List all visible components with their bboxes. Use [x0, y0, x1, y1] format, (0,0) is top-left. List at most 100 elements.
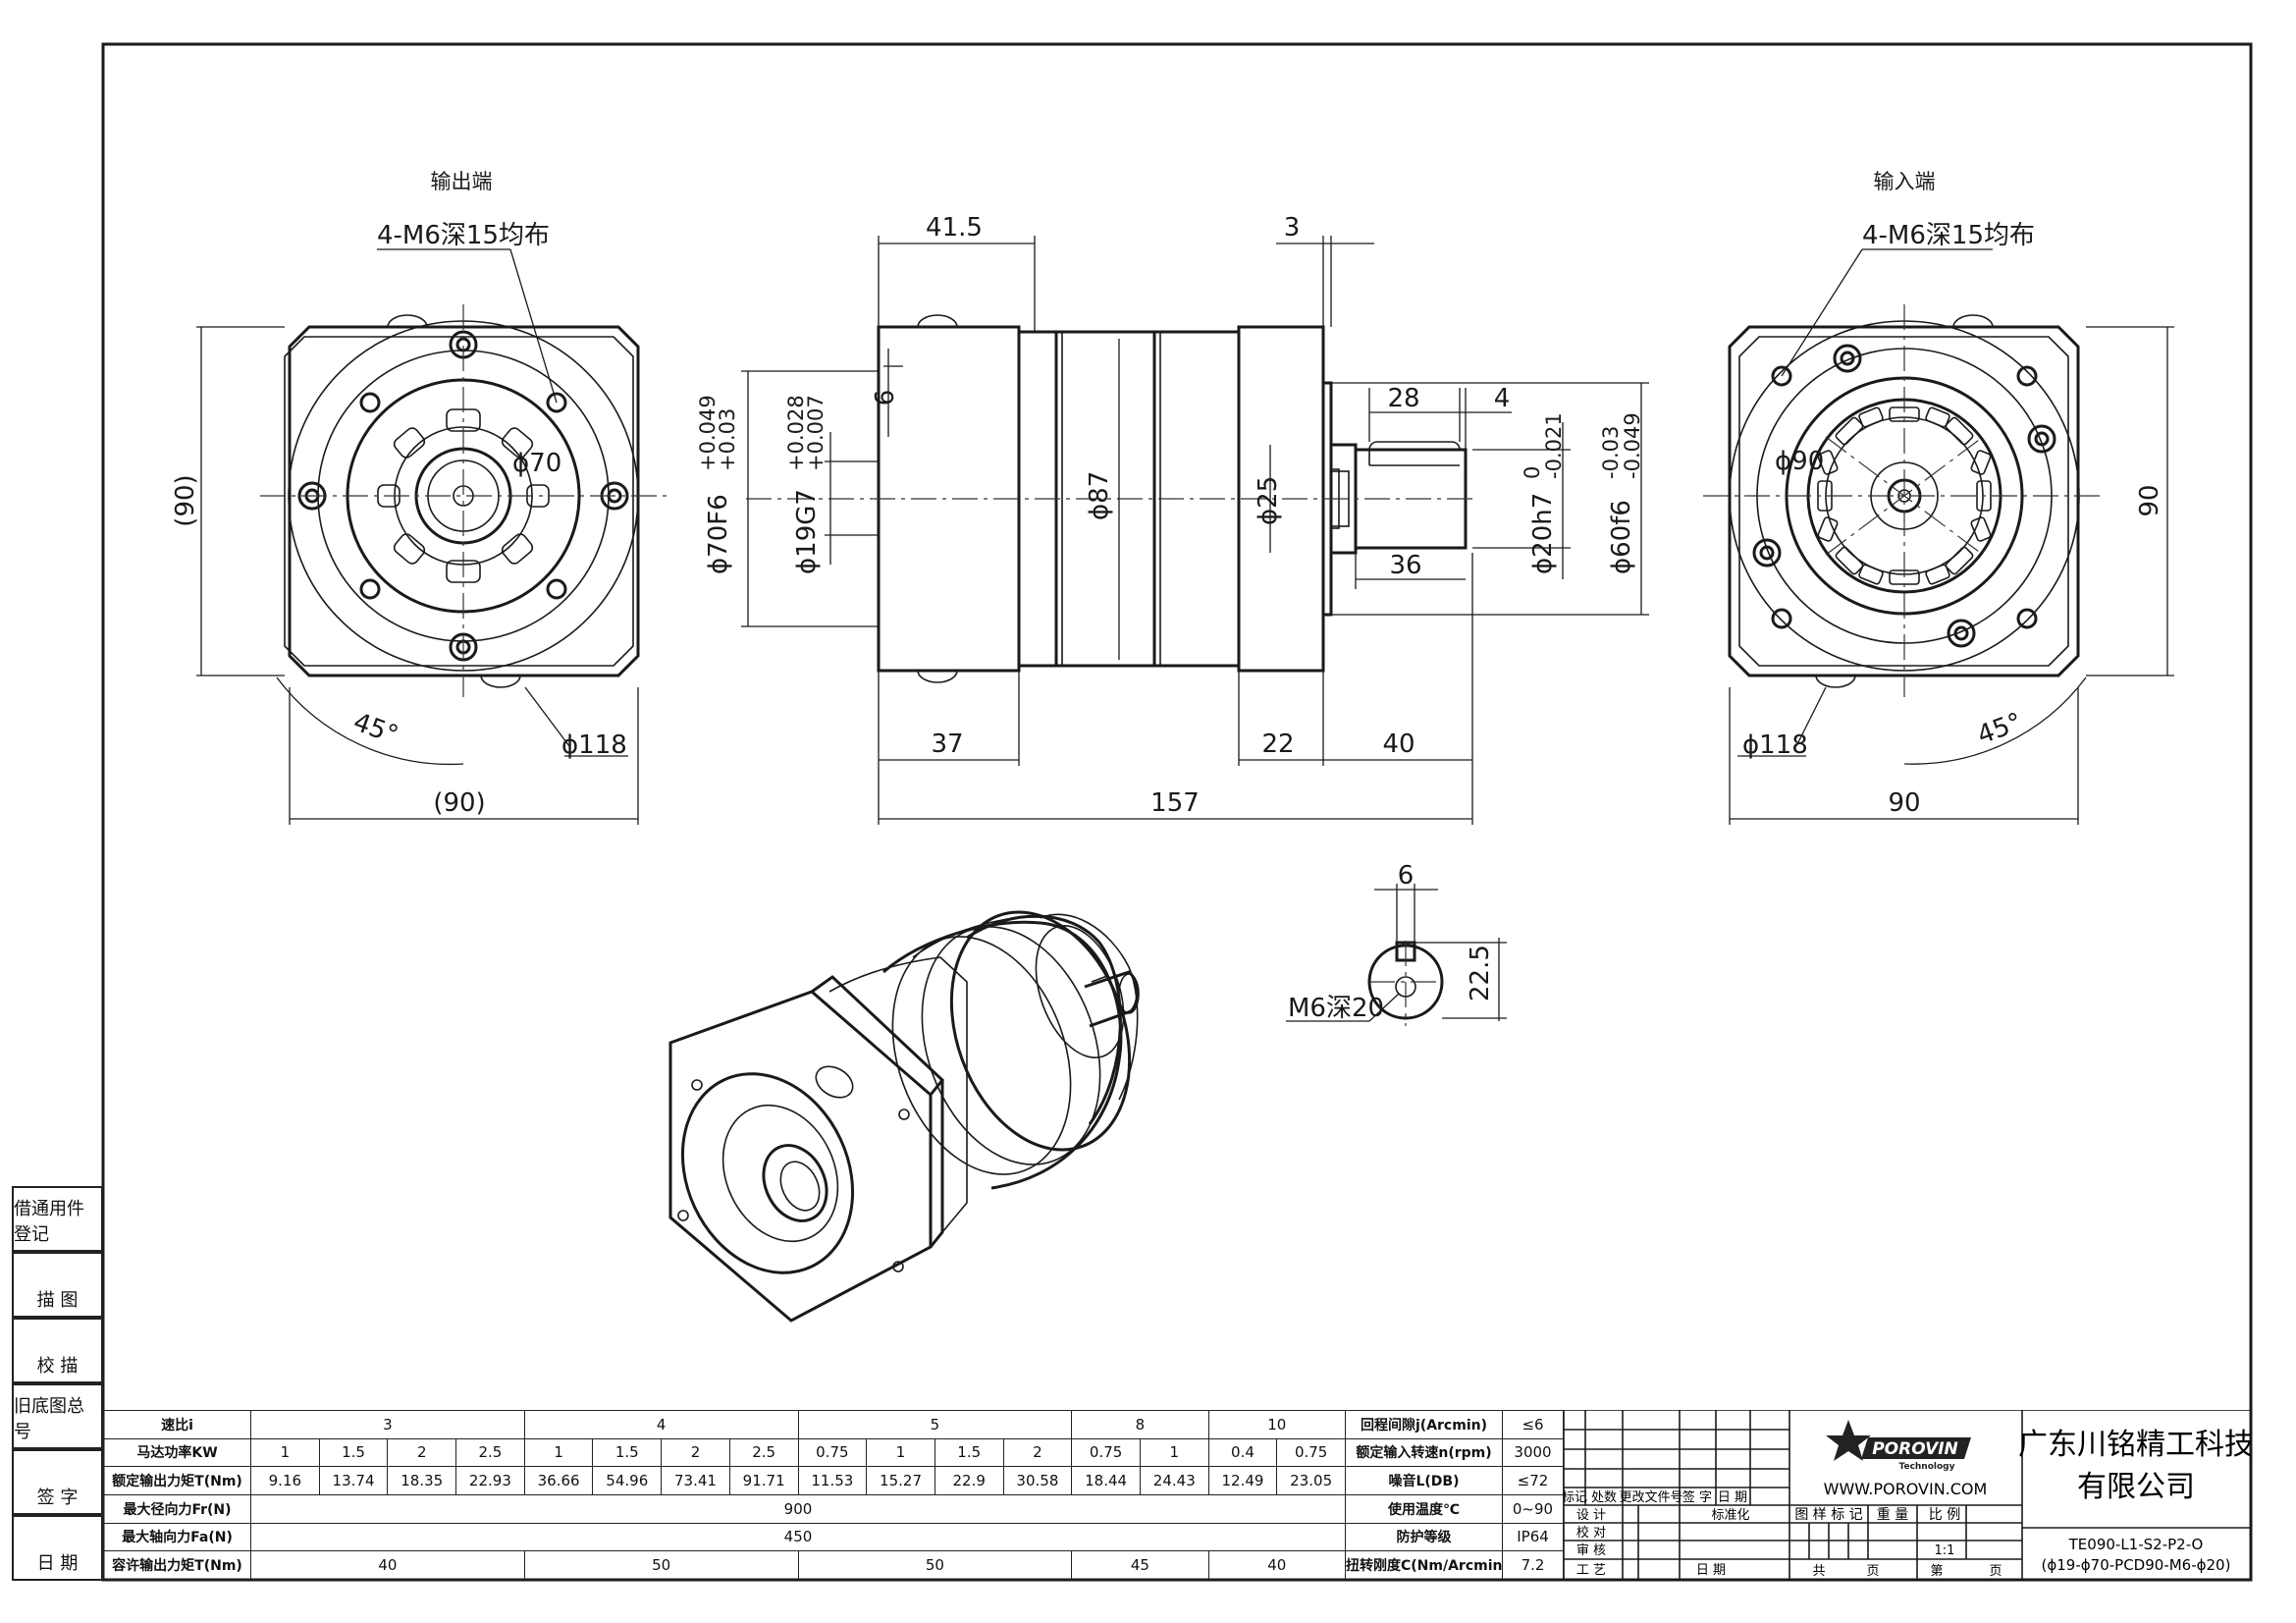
allowed-torque-5: 50	[797, 1550, 1073, 1580]
ratio-4: 4	[523, 1410, 799, 1439]
website: WWW.POROVIN.COM	[1824, 1480, 1988, 1498]
phi118-right: ϕ118	[1742, 730, 1808, 760]
rev-header-mark: 标记	[1564, 1490, 1587, 1505]
phi118-left: ϕ118	[561, 730, 627, 760]
output-holes-note: 4-M6深15均布	[377, 221, 550, 250]
revision-grid: 标记 处数 更改文件号 签 字 日 期 设 计 校 对 审 核 工 艺 标准化 …	[1564, 1410, 1789, 1580]
table-cell: 54.96	[592, 1466, 663, 1495]
title-block: POROVIN Technology WWW.POROVIN.COM 图 样 标…	[1789, 1410, 2251, 1580]
noise-label: 噪音L(DB)	[1345, 1466, 1503, 1495]
axial-force-label: 最大轴向力Fa(N)	[103, 1522, 251, 1552]
rev-header-date: 日 期	[1718, 1490, 1747, 1505]
dim-36: 36	[1389, 551, 1421, 580]
table-row: 额定输出力矩T(Nm) 9.16 13.74 18.35 22.93 36.66…	[103, 1466, 1564, 1495]
dim-40: 40	[1382, 730, 1415, 759]
table-cell: 1	[866, 1437, 935, 1468]
shaft-section-view: 6 22.5 M6深20	[1286, 861, 1507, 1026]
side-register-block: 借通用件登记 描 图 校 描 旧底图总号 签 字 日 期	[12, 1186, 103, 1584]
company-line2: 有限公司	[2077, 1470, 2195, 1504]
allowed-torque-10: 40	[1207, 1550, 1347, 1580]
dim-37: 37	[931, 730, 963, 759]
table-cell: 15.27	[866, 1466, 935, 1495]
brand-name: POROVIN	[1872, 1439, 1958, 1459]
table-cell: 2	[387, 1437, 457, 1468]
phi90-label: ϕ90	[1775, 447, 1824, 476]
table-cell: 91.71	[728, 1466, 799, 1495]
table-cell: 0.75	[797, 1437, 868, 1468]
table-cell: 2.5	[728, 1437, 799, 1468]
side-view: 41.5 3 6 28 4 36 ϕ70F6 +0.049 +0.03 ϕ19G…	[696, 213, 1649, 825]
allowed-torque-3: 40	[250, 1550, 525, 1580]
ratio-label: 速比i	[103, 1410, 251, 1439]
angle-45-right: 45°	[1973, 708, 2026, 751]
table-cell: 0.4	[1207, 1437, 1278, 1468]
dim-6-side: 6	[871, 390, 900, 406]
table-cell: 22.9	[934, 1466, 1004, 1495]
dim-22: 22	[1261, 730, 1294, 759]
motor-power-label: 马达功率KW	[103, 1437, 251, 1468]
table-cell: 0.75	[1071, 1437, 1141, 1468]
tb-page: 页	[1866, 1564, 1879, 1579]
dim-90-vertical: 90	[2135, 484, 2164, 516]
phi20h7-tol-up: 0	[1521, 466, 1544, 479]
key-height-22-5: 22.5	[1466, 945, 1495, 1001]
side-cell-draw: 描 图	[12, 1252, 103, 1318]
dim-157: 157	[1150, 788, 1200, 818]
phi70f6: ϕ70F6	[704, 494, 733, 574]
ratio-5: 5	[797, 1410, 1073, 1439]
standardization-label: 标准化	[1711, 1508, 1749, 1523]
output-end-label: 输出端	[431, 170, 493, 193]
rev-header-count: 处数	[1591, 1490, 1617, 1505]
porovin-logo: POROVIN Technology	[1826, 1420, 1971, 1472]
tb-total: 共	[1812, 1564, 1825, 1579]
phi19g7-tol-lo: +0.007	[804, 395, 828, 471]
table-cell: 1	[523, 1437, 594, 1468]
table-cell: 1	[250, 1437, 320, 1468]
ratio-8: 8	[1071, 1410, 1209, 1439]
protection-label: 防护等级	[1345, 1522, 1503, 1552]
side-cell-sign: 签 字	[12, 1449, 103, 1515]
phi70f6-tol-lo: +0.03	[716, 408, 739, 471]
table-row: 容许输出力矩T(Nm) 40 50 50 45 40 扭转刚度C(Nm/Arcm…	[103, 1550, 1564, 1580]
table-cell: 73.41	[661, 1466, 730, 1495]
phi60f6: ϕ60f6	[1607, 500, 1636, 574]
tb-pattern-mark: 图 样 标 记	[1794, 1507, 1862, 1523]
table-cell: 1	[1139, 1437, 1209, 1468]
table-row: 马达功率KW 1 1.5 2 2.5 1 1.5 2 2.5 0.75 1 1.…	[103, 1437, 1564, 1468]
phi25: ϕ25	[1254, 476, 1283, 525]
phi87: ϕ87	[1085, 471, 1114, 520]
allowed-torque-4: 50	[523, 1550, 799, 1580]
allowed-torque-8: 45	[1071, 1550, 1209, 1580]
tb-weight: 重 量	[1877, 1507, 1908, 1523]
radial-force-value: 900	[250, 1493, 1346, 1524]
phi20h7-tol-lo: -0.021	[1542, 412, 1566, 479]
side-cell-borrow: 借通用件登记	[12, 1186, 103, 1252]
role-review: 审 核	[1576, 1543, 1606, 1558]
temperature-label: 使用温度℃	[1345, 1493, 1503, 1524]
temperature-value: 0~90	[1502, 1493, 1564, 1524]
tb-sheet-page: 页	[1989, 1564, 2002, 1579]
noise-value: ≤72	[1502, 1466, 1564, 1495]
protection-value: IP64	[1502, 1522, 1564, 1552]
allowed-torque-label: 容许输出力矩T(Nm)	[103, 1550, 251, 1580]
key-width-6: 6	[1398, 861, 1415, 891]
dim-3: 3	[1284, 213, 1301, 243]
table-cell: 23.05	[1276, 1466, 1346, 1495]
table-cell: 12.49	[1207, 1466, 1278, 1495]
phi19g7-tol-up: +0.028	[784, 395, 808, 471]
model-code: TE090-L1-S2-P2-O	[2068, 1536, 2204, 1553]
tb-sheet: 第	[1930, 1564, 1943, 1579]
output-end-view: 输出端	[171, 170, 667, 825]
side-cell-date: 日 期	[12, 1515, 103, 1581]
stiffness-label: 扭转刚度C(Nm/Arcmin)	[1345, 1550, 1503, 1580]
table-cell: 24.43	[1139, 1466, 1209, 1495]
table-cell: 18.44	[1071, 1466, 1141, 1495]
role-check: 校 对	[1576, 1525, 1606, 1541]
table-cell: 30.58	[1002, 1466, 1073, 1495]
spec-table: 速比i 3 4 5 8 10 回程间隙j(Arcmin) ≤6 马达功率KW 1…	[103, 1410, 1564, 1580]
drawing-frame	[101, 42, 2253, 1582]
dim-90-horizontal: 90	[1888, 788, 1920, 818]
role-process: 工 艺	[1576, 1563, 1606, 1578]
input-speed-label: 额定输入转速n(rpm)	[1345, 1437, 1503, 1468]
table-cell: 2	[661, 1437, 730, 1468]
